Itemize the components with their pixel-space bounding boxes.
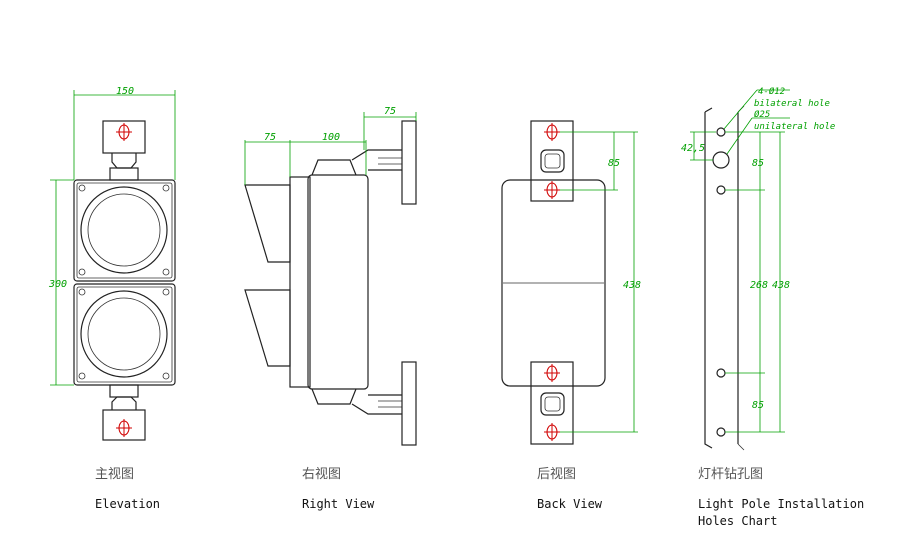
pole-holes-chart — [690, 89, 790, 451]
housing-side — [307, 174, 369, 390]
lower-mount-plate — [401, 361, 417, 446]
hole-label-1: bilateral hole — [754, 99, 830, 109]
caption-back-en: Back View — [537, 497, 603, 511]
dim-back-85: 85 — [608, 158, 620, 169]
dim-elev-width: 150 — [116, 86, 134, 97]
hole-top — [716, 127, 726, 137]
dim-pole-438: 438 — [772, 280, 790, 291]
upper-signal-housing — [73, 179, 176, 282]
caption-pole-cn: 灯杆钻孔图 — [698, 467, 763, 482]
caption-pole-en-line2: Holes Chart — [698, 514, 777, 528]
top-bracket — [102, 120, 146, 154]
dim-right-75-top: 75 — [384, 106, 396, 117]
dim-pole-85-bottom: 85 — [752, 400, 764, 411]
hole-spec-2: Ø25 — [754, 109, 770, 120]
bottom-bracket — [102, 409, 146, 441]
back-housing — [501, 179, 606, 387]
back-top-bracket — [530, 120, 574, 202]
dim-elev-height: 300 — [48, 279, 67, 290]
upper-lens — [80, 186, 168, 274]
upper-visor — [244, 184, 291, 263]
hole-label-2: unilateral hole — [754, 122, 835, 132]
pole-left-edge — [704, 107, 713, 449]
caption-elevation-en: Elevation — [95, 497, 160, 511]
dim-back-438: 438 — [623, 280, 641, 291]
hole-bottom — [716, 427, 726, 437]
hole-unilateral — [712, 151, 730, 169]
hole-lower — [716, 368, 726, 378]
dim-right-75-left: 75 — [264, 132, 276, 143]
hole-upper — [716, 185, 726, 195]
lower-lens — [80, 290, 168, 378]
right-view — [244, 112, 417, 446]
lower-visor — [244, 289, 291, 367]
dim-pole-268: 268 — [750, 280, 768, 291]
caption-pole-en-line1: Light Pole Installation — [698, 497, 864, 511]
hole-spec-1: 4-Ø12 — [758, 86, 785, 97]
dim-pole-85-top: 85 — [752, 158, 764, 169]
upper-mount-plate — [401, 120, 417, 205]
dim-pole-42-5: 42,5 — [681, 143, 705, 154]
caption-right-en: Right View — [302, 497, 375, 511]
caption-elevation-cn: 主视图 — [95, 467, 134, 482]
caption-right-cn: 右视图 — [302, 467, 341, 482]
dim-right-100: 100 — [322, 132, 340, 143]
back-bottom-bracket — [530, 361, 574, 445]
back-view — [501, 120, 638, 445]
caption-back-cn: 后视图 — [537, 467, 576, 482]
elevation-view — [50, 90, 176, 441]
